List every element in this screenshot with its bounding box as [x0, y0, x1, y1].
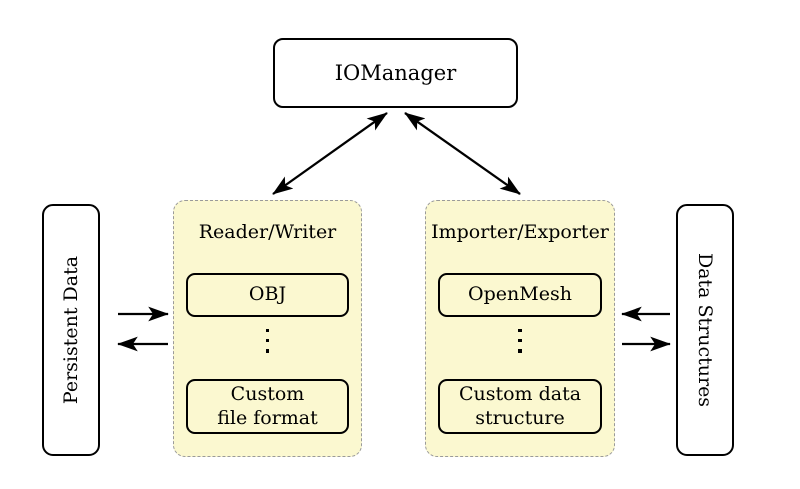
group-importer-exporter-title: Importer/Exporter: [431, 221, 609, 243]
connector-iomanager-importer-exporter: [404, 112, 521, 195]
node-iomanager[interactable]: IOManager: [273, 38, 518, 108]
node-obj[interactable]: OBJ: [186, 273, 349, 317]
node-persistent-data-label: Persistent Data: [60, 255, 82, 405]
ellipsis-dot: [518, 349, 522, 353]
node-obj-label: OBJ: [248, 283, 287, 306]
node-custom-file-format-label-line2: file format: [217, 406, 318, 429]
node-custom-file-format-label-line1: Custom: [230, 383, 305, 406]
node-custom-file-format[interactable]: Custom file format: [186, 379, 349, 434]
node-data-structures-label: Data Structures: [694, 252, 716, 408]
node-openmesh[interactable]: OpenMesh: [438, 273, 602, 317]
ellipsis-dot: [265, 349, 270, 353]
node-custom-data-structure-label-line1: Custom data: [458, 383, 582, 406]
group-reader-writer[interactable]: Reader/Writer OBJ Custom file format: [173, 200, 362, 457]
ellipsis-dot: [518, 339, 522, 343]
node-data-structures[interactable]: Data Structures: [676, 204, 734, 456]
node-custom-data-structure[interactable]: Custom data structure: [438, 379, 602, 434]
group-reader-writer-title: Reader/Writer: [198, 221, 337, 243]
ellipsis-icon-importer-exporter: [426, 329, 614, 353]
ellipsis-dot: [265, 339, 270, 343]
node-custom-data-structure-label-line2: structure: [475, 406, 565, 429]
node-persistent-data[interactable]: Persistent Data: [42, 204, 100, 456]
ellipsis-dot: [518, 329, 522, 333]
group-importer-exporter[interactable]: Importer/Exporter OpenMesh Custom data s…: [425, 200, 615, 457]
ellipsis-dot: [265, 329, 270, 333]
node-openmesh-label: OpenMesh: [468, 283, 572, 306]
node-iomanager-label: IOManager: [334, 60, 457, 85]
ellipsis-icon-reader-writer: [174, 329, 361, 353]
connector-iomanager-reader-writer: [272, 112, 388, 195]
